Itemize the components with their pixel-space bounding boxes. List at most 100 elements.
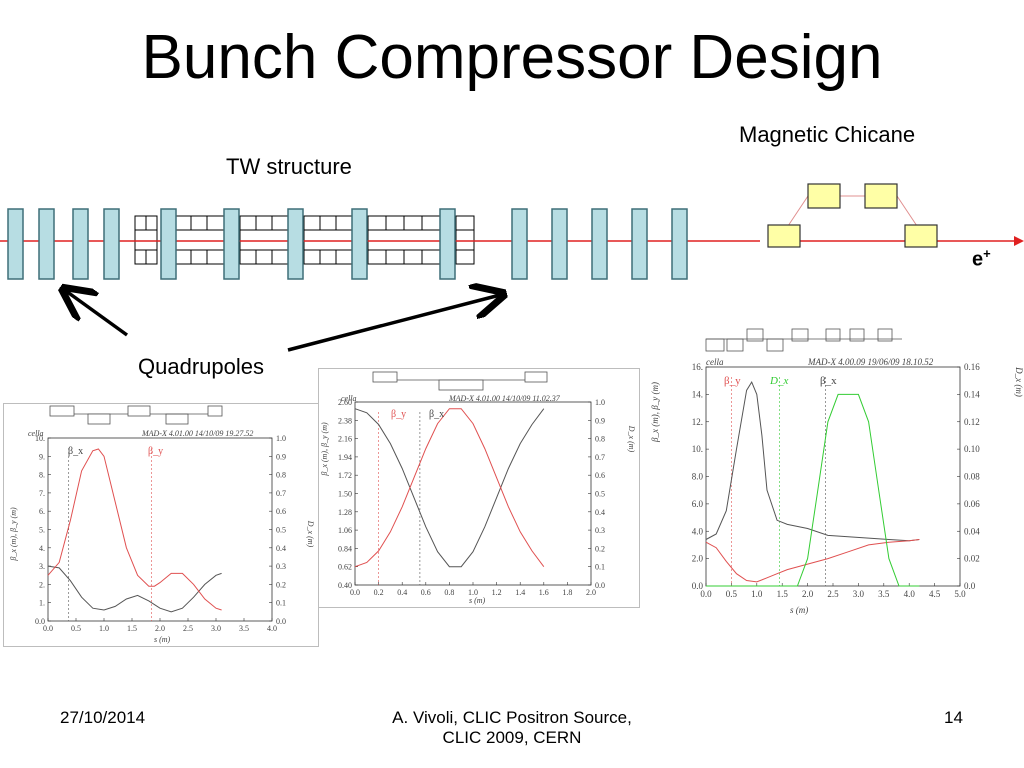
y-tick-label: 6.0 bbox=[692, 499, 704, 509]
plot-middle-marker-by: β_y bbox=[391, 409, 406, 420]
y-right-tick-label: 0.9 bbox=[276, 452, 286, 461]
plot-frame bbox=[705, 366, 961, 587]
y-right-tick-label: 0.5 bbox=[276, 526, 286, 535]
beam-direction-arrow bbox=[1014, 236, 1024, 246]
y-tick-label: 1.06 bbox=[338, 526, 352, 535]
lattice-strip bbox=[705, 328, 902, 352]
x-tick-label: 0.2 bbox=[374, 588, 384, 597]
y-tick-label: 12. bbox=[692, 417, 703, 427]
x-tick-label: 2.0 bbox=[155, 624, 165, 633]
dipole-magnet bbox=[904, 224, 938, 248]
plot-right-header-right: MAD-X 4.00.09 19/06/09 18.10.52 bbox=[807, 357, 934, 367]
tw-structure bbox=[134, 215, 475, 265]
series-line bbox=[47, 448, 222, 611]
y-tick-label: 4. bbox=[39, 544, 45, 553]
x-tick-label: 0.0 bbox=[43, 624, 53, 633]
y-right-tick-label: 0.08 bbox=[964, 472, 980, 482]
quadrupoles-label: Quadrupoles bbox=[138, 354, 264, 379]
positron-label: e+ bbox=[972, 246, 991, 271]
y-right-tick-label: 0.8 bbox=[276, 471, 286, 480]
y-tick-label: 2. bbox=[39, 580, 45, 589]
x-tick-label: 3.5 bbox=[239, 624, 249, 633]
y-tick-label: 0.0 bbox=[692, 581, 704, 591]
quadrupole-arrow-right bbox=[287, 295, 500, 352]
footer-author: A. Vivoli, CLIC Positron Source, CLIC 20… bbox=[312, 708, 712, 748]
x-tick-label: 5.0 bbox=[954, 589, 966, 599]
y-tick-label: 0.40 bbox=[338, 581, 352, 590]
series-line bbox=[354, 408, 545, 568]
plot-middle-header-left: cella bbox=[341, 394, 357, 403]
plot-middle-panel: cella MAD-X 4.01.00 14/10/09 11.02.37 0.… bbox=[318, 368, 640, 608]
y-right-tick-label: 0.3 bbox=[276, 562, 286, 571]
y-right-tick-label: 0.04 bbox=[964, 526, 980, 536]
footer-page-number: 14 bbox=[944, 708, 963, 727]
series-line bbox=[705, 381, 920, 542]
x-tick-label: 1.5 bbox=[777, 589, 789, 599]
quadrupole bbox=[223, 208, 240, 280]
tw-structure-label: TW structure bbox=[226, 154, 352, 179]
y-tick-label: 5. bbox=[39, 526, 45, 535]
y-right-tick-label: 0.1 bbox=[595, 563, 605, 572]
plot-left-xlabel: s (m) bbox=[154, 635, 171, 644]
magnetic-chicane-label: Magnetic Chicane bbox=[739, 122, 916, 147]
y-right-tick-label: 0.7 bbox=[276, 489, 286, 498]
y-tick-label: 2.60 bbox=[338, 398, 352, 407]
x-tick-label: 0.0 bbox=[700, 589, 712, 599]
x-tick-label: 0.0 bbox=[350, 588, 360, 597]
plot-left-ylabel-right: D_x (m) bbox=[306, 520, 315, 548]
plot-left-header-left: cella bbox=[28, 429, 44, 438]
quadrupole bbox=[287, 208, 304, 280]
plot-right-header-left: cella bbox=[706, 357, 724, 367]
y-right-tick-label: 0.10 bbox=[964, 444, 980, 454]
y-tick-label: 8. bbox=[39, 471, 45, 480]
slide-title: Bunch Compressor Design bbox=[141, 23, 883, 92]
plot-frame bbox=[47, 437, 273, 622]
y-tick-label: 2.38 bbox=[338, 416, 352, 425]
x-tick-label: 1.4 bbox=[515, 588, 525, 597]
quadrupole bbox=[160, 208, 177, 280]
y-tick-label: 10. bbox=[692, 444, 703, 454]
x-tick-label: 2.5 bbox=[183, 624, 193, 633]
plot-middle-marker-bx: β_x bbox=[429, 409, 444, 420]
y-tick-label: 3. bbox=[39, 562, 45, 571]
y-right-tick-label: 0.1 bbox=[276, 599, 286, 608]
series-line bbox=[47, 565, 222, 613]
quadrupole bbox=[551, 208, 568, 280]
y-right-tick-label: 0.5 bbox=[595, 490, 605, 499]
y-right-tick-label: 0.0 bbox=[964, 581, 976, 591]
series-line bbox=[706, 393, 920, 587]
plot-right-panel: cella MAD-X 4.00.09 19/06/09 18.10.52 0.… bbox=[650, 322, 1024, 618]
quadrupole bbox=[351, 208, 368, 280]
plot-right-svg: cella MAD-X 4.00.09 19/06/09 18.10.52 0.… bbox=[650, 328, 1024, 615]
quadrupole bbox=[103, 208, 120, 280]
y-tick-label: 1. bbox=[39, 599, 45, 608]
y-tick-label: 14. bbox=[692, 389, 703, 399]
quadrupoles bbox=[7, 208, 688, 280]
y-tick-label: 2.0 bbox=[692, 554, 704, 564]
x-tick-label: 0.5 bbox=[71, 624, 81, 633]
x-tick-label: 0.8 bbox=[444, 588, 454, 597]
plot-frame bbox=[354, 401, 592, 586]
y-right-tick-label: 0.6 bbox=[276, 507, 286, 516]
x-tick-label: 3.0 bbox=[853, 589, 865, 599]
y-right-tick-label: 0.0 bbox=[276, 617, 286, 626]
y-right-tick-label: 0.3 bbox=[595, 526, 605, 535]
y-tick-label: 2.16 bbox=[338, 435, 352, 444]
y-right-tick-label: 1.0 bbox=[595, 398, 605, 407]
x-tick-label: 0.5 bbox=[726, 589, 738, 599]
x-tick-label: 0.6 bbox=[421, 588, 431, 597]
lattice-strip bbox=[372, 371, 548, 391]
x-tick-label: 1.6 bbox=[539, 588, 549, 597]
lattice-strip bbox=[49, 405, 223, 425]
y-tick-label: 8.0 bbox=[692, 472, 704, 482]
x-tick-label: 1.8 bbox=[562, 588, 572, 597]
series-line bbox=[354, 408, 545, 568]
y-tick-label: 0.84 bbox=[338, 544, 352, 553]
quadrupole bbox=[439, 208, 456, 280]
y-right-tick-label: 0.02 bbox=[964, 554, 980, 564]
y-right-tick-label: 0.14 bbox=[964, 389, 980, 399]
y-tick-label: 1.72 bbox=[338, 471, 352, 480]
magnetic-chicane bbox=[767, 183, 938, 248]
plot-left-marker-bx: β_x bbox=[68, 446, 83, 457]
